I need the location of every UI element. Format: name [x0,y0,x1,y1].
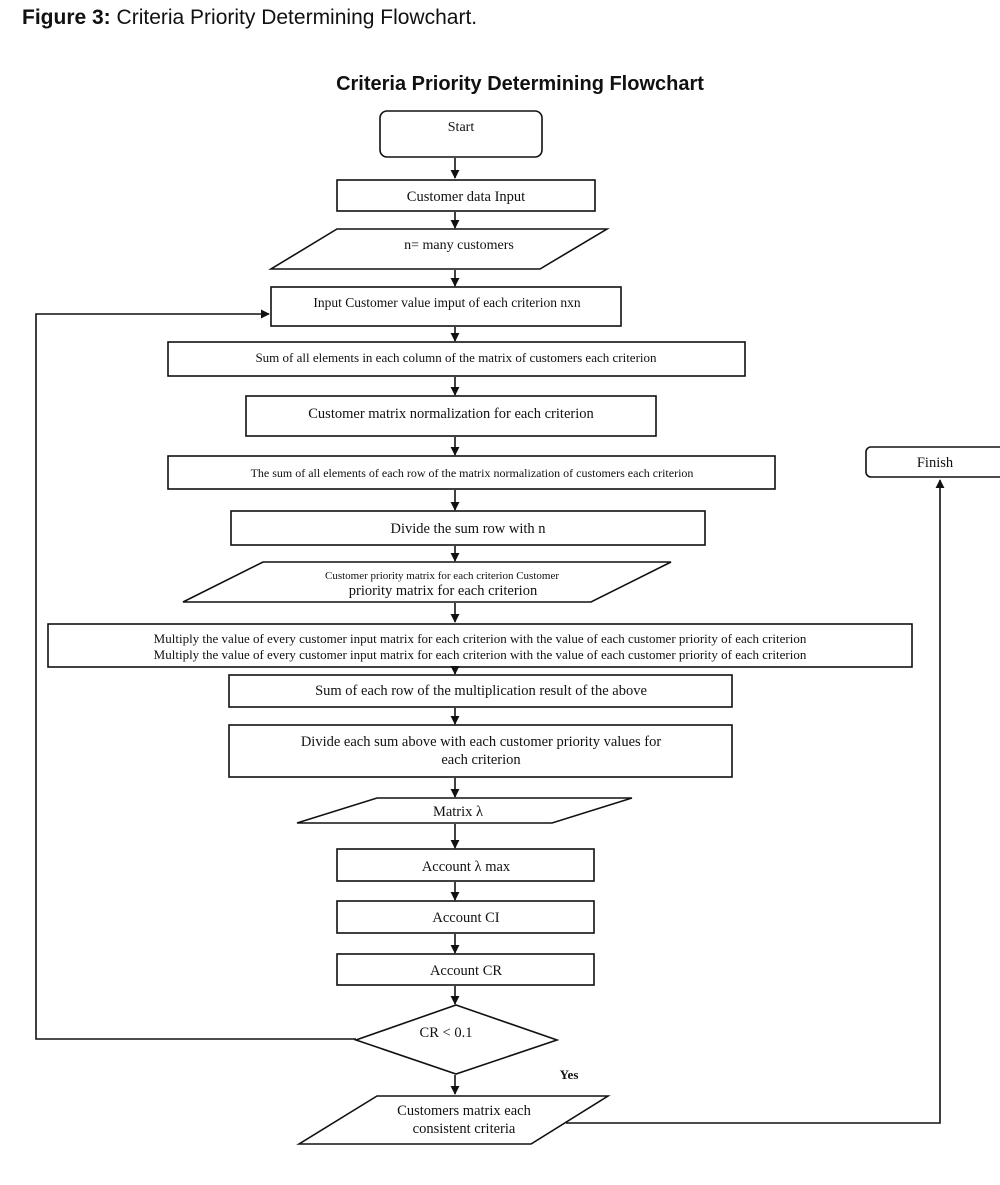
finish-node: Finish [865,446,1000,478]
consistent-criteria-label-line2: consistent criteria [413,1121,516,1137]
customer-data-input-box: Customer data Input [336,179,596,212]
multiply-label-line2: Multiply the value of every customer inp… [154,647,807,662]
yes-label: Yes [560,1067,579,1082]
sum-each-row-box: Sum of each row of the multiplication re… [228,674,733,708]
account-lambda-max-box: Account λ max [336,848,595,882]
sum-columns-label: Sum of all elements in each column of th… [255,350,657,365]
n-many-customers-data: n= many customers [268,228,610,270]
cr-decision-label: CR < 0.1 [420,1025,473,1041]
account-lambda-max-label: Account λ max [422,859,511,875]
sum-columns-box: Sum of all elements in each column of th… [167,341,746,377]
matrix-lambda-label: Matrix λ [433,804,483,820]
multiply-label-line1: Multiply the value of every customer inp… [154,631,807,646]
account-cr-label: Account CR [430,963,502,979]
normalization-label: Customer matrix normalization for each c… [308,406,594,422]
start-label: Start [448,120,475,135]
figure-label: Figure 3: [22,6,111,29]
account-cr-box: Account CR [336,953,595,986]
cr-decision: CR < 0.1 [353,1004,560,1075]
consistent-criteria-label-line1: Customers matrix each [397,1103,531,1119]
sum-rows-label: The sum of all elements of each row of t… [251,466,694,480]
sum-each-row-label: Sum of each row of the multiplication re… [315,683,647,699]
finish-label: Finish [917,455,954,471]
n-many-customers-label: n= many customers [404,238,514,253]
finish-connector [566,479,945,1124]
flowchart-title: Criteria Priority Determining Flowchart [336,73,704,95]
priority-matrix-label-line1: Customer priority matrix for each criter… [325,570,559,582]
priority-matrix-label-line2: priority matrix for each criterion [349,583,538,599]
figure-caption: Figure 3: Criteria Priority Determining … [22,6,477,30]
normalization-box: Customer matrix normalization for each c… [245,395,657,437]
divide-each-sum-label-line2: each criterion [441,752,521,768]
start-node: Start [379,110,543,158]
divide-each-sum-label-line1: Divide each sum above with each customer… [301,734,662,750]
consistent-criteria-data: Customers matrix each consistent criteri… [296,1095,611,1145]
input-customer-value-label: Input Customer value imput of each crite… [313,295,581,310]
divide-each-sum-box: Divide each sum above with each customer… [228,724,733,778]
input-customer-value-box: Input Customer value imput of each crite… [270,286,622,327]
loop-back-connector [35,309,356,1040]
matrix-lambda-data: Matrix λ [296,797,633,824]
figure-caption-text: Criteria Priority Determining Flowchart. [116,6,478,29]
priority-matrix-data: Customer priority matrix for each criter… [182,561,672,603]
sum-rows-box: The sum of all elements of each row of t… [167,455,776,490]
account-ci-label: Account CI [432,910,499,926]
customer-data-input-label: Customer data Input [407,189,525,205]
divide-sum-row-label: Divide the sum row with n [390,521,546,537]
multiply-box: Multiply the value of every customer inp… [47,623,913,668]
divide-sum-row-box: Divide the sum row with n [230,510,706,546]
account-ci-box: Account CI [336,900,595,934]
